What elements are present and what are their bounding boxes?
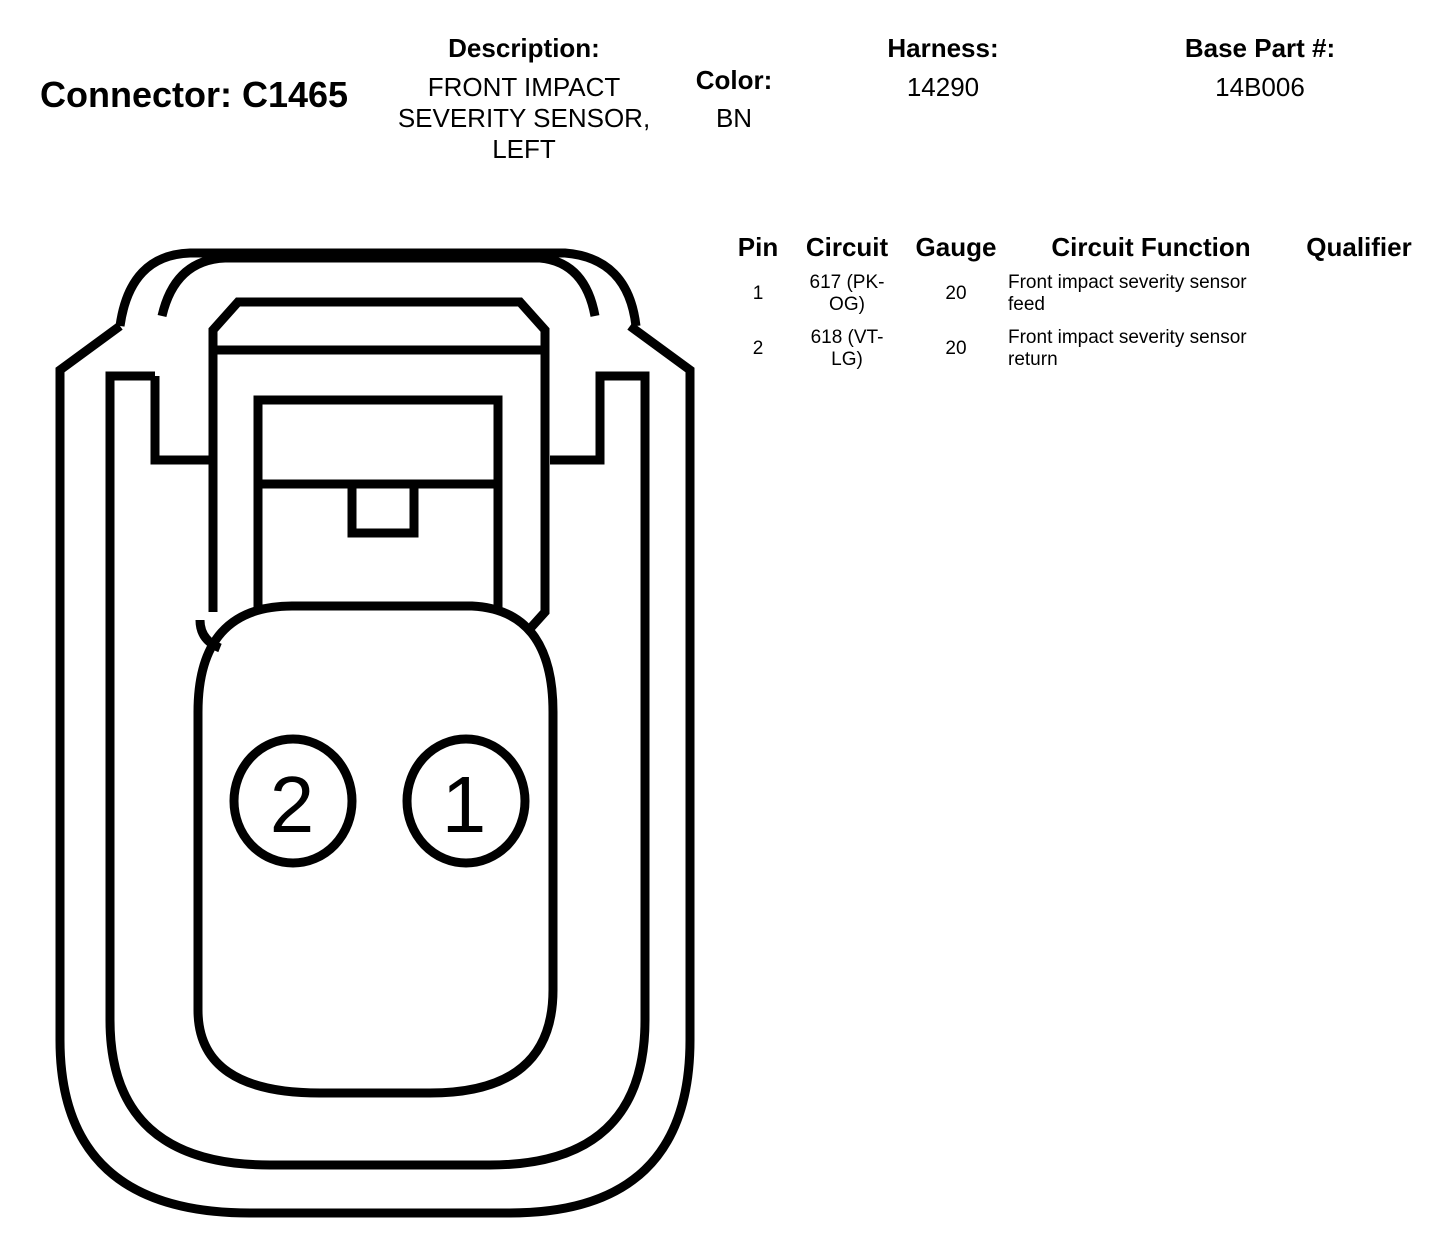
cell-function-line: feed: [1008, 294, 1045, 315]
cell-function-line: Front impact severity sensor: [1008, 272, 1247, 293]
cell-circuit-line: OG): [829, 294, 865, 315]
pin-cavity-2: [229, 734, 357, 868]
description-line: LEFT: [492, 134, 556, 164]
connector-outer-shell: [55, 322, 695, 1218]
cell-gauge: 20: [945, 338, 967, 359]
cell-pin: 1: [752, 283, 764, 304]
cell-function-line: return: [1008, 349, 1058, 370]
harness-header: Harness:: [887, 33, 999, 63]
latch-frame: [208, 297, 550, 636]
cell-function: Front impact severity sensor feed: [1008, 272, 1288, 316]
connector-inner-shell: [105, 371, 650, 1170]
latch-notch: [347, 484, 419, 538]
col-header-circuit: Circuit: [805, 232, 889, 262]
connector-hood-outer: [115, 248, 641, 327]
harness-value: 14290: [906, 72, 980, 102]
description-header: Description:: [448, 33, 600, 63]
description-value: FRONT IMPACT SEVERITY SENSOR, LEFT: [374, 72, 674, 165]
col-header-qualifier: Qualifier: [1306, 232, 1412, 262]
connector-inner-shell-left: [150, 376, 210, 465]
latch-window: [253, 395, 503, 612]
cell-circuit: 618 (VT- LG): [790, 327, 904, 371]
description-line: SEVERITY SENSOR,: [397, 103, 651, 133]
cell-pin: 2: [752, 338, 764, 359]
color-header: Color:: [695, 65, 773, 95]
cell-circuit-line: 618 (VT-: [810, 327, 884, 348]
color-value: BN: [715, 103, 753, 133]
col-header-pin: Pin: [737, 232, 779, 262]
col-header-gauge: Gauge: [915, 232, 997, 262]
cell-circuit: 617 (PK- OG): [790, 272, 904, 316]
connector-hood-inner: [157, 253, 600, 318]
cell-function-line: Front impact severity sensor: [1008, 327, 1247, 348]
cell-circuit-line: LG): [831, 349, 863, 370]
base-part-header: Base Part #:: [1184, 33, 1336, 63]
pin-label-2: 2: [270, 760, 315, 849]
cell-gauge: 20: [945, 283, 967, 304]
description-line: FRONT IMPACT: [427, 72, 621, 102]
cell-function: Front impact severity sensor return: [1008, 327, 1288, 371]
pin-cavity-1: [402, 734, 530, 868]
connector-title: Connector: C1465: [40, 74, 349, 115]
cell-circuit-line: 617 (PK-: [809, 272, 885, 293]
pin-housing: [193, 601, 558, 1098]
base-part-value: 14B006: [1215, 72, 1305, 102]
pin-label-1: 1: [442, 760, 487, 849]
col-header-function: Circuit Function: [1051, 232, 1251, 262]
